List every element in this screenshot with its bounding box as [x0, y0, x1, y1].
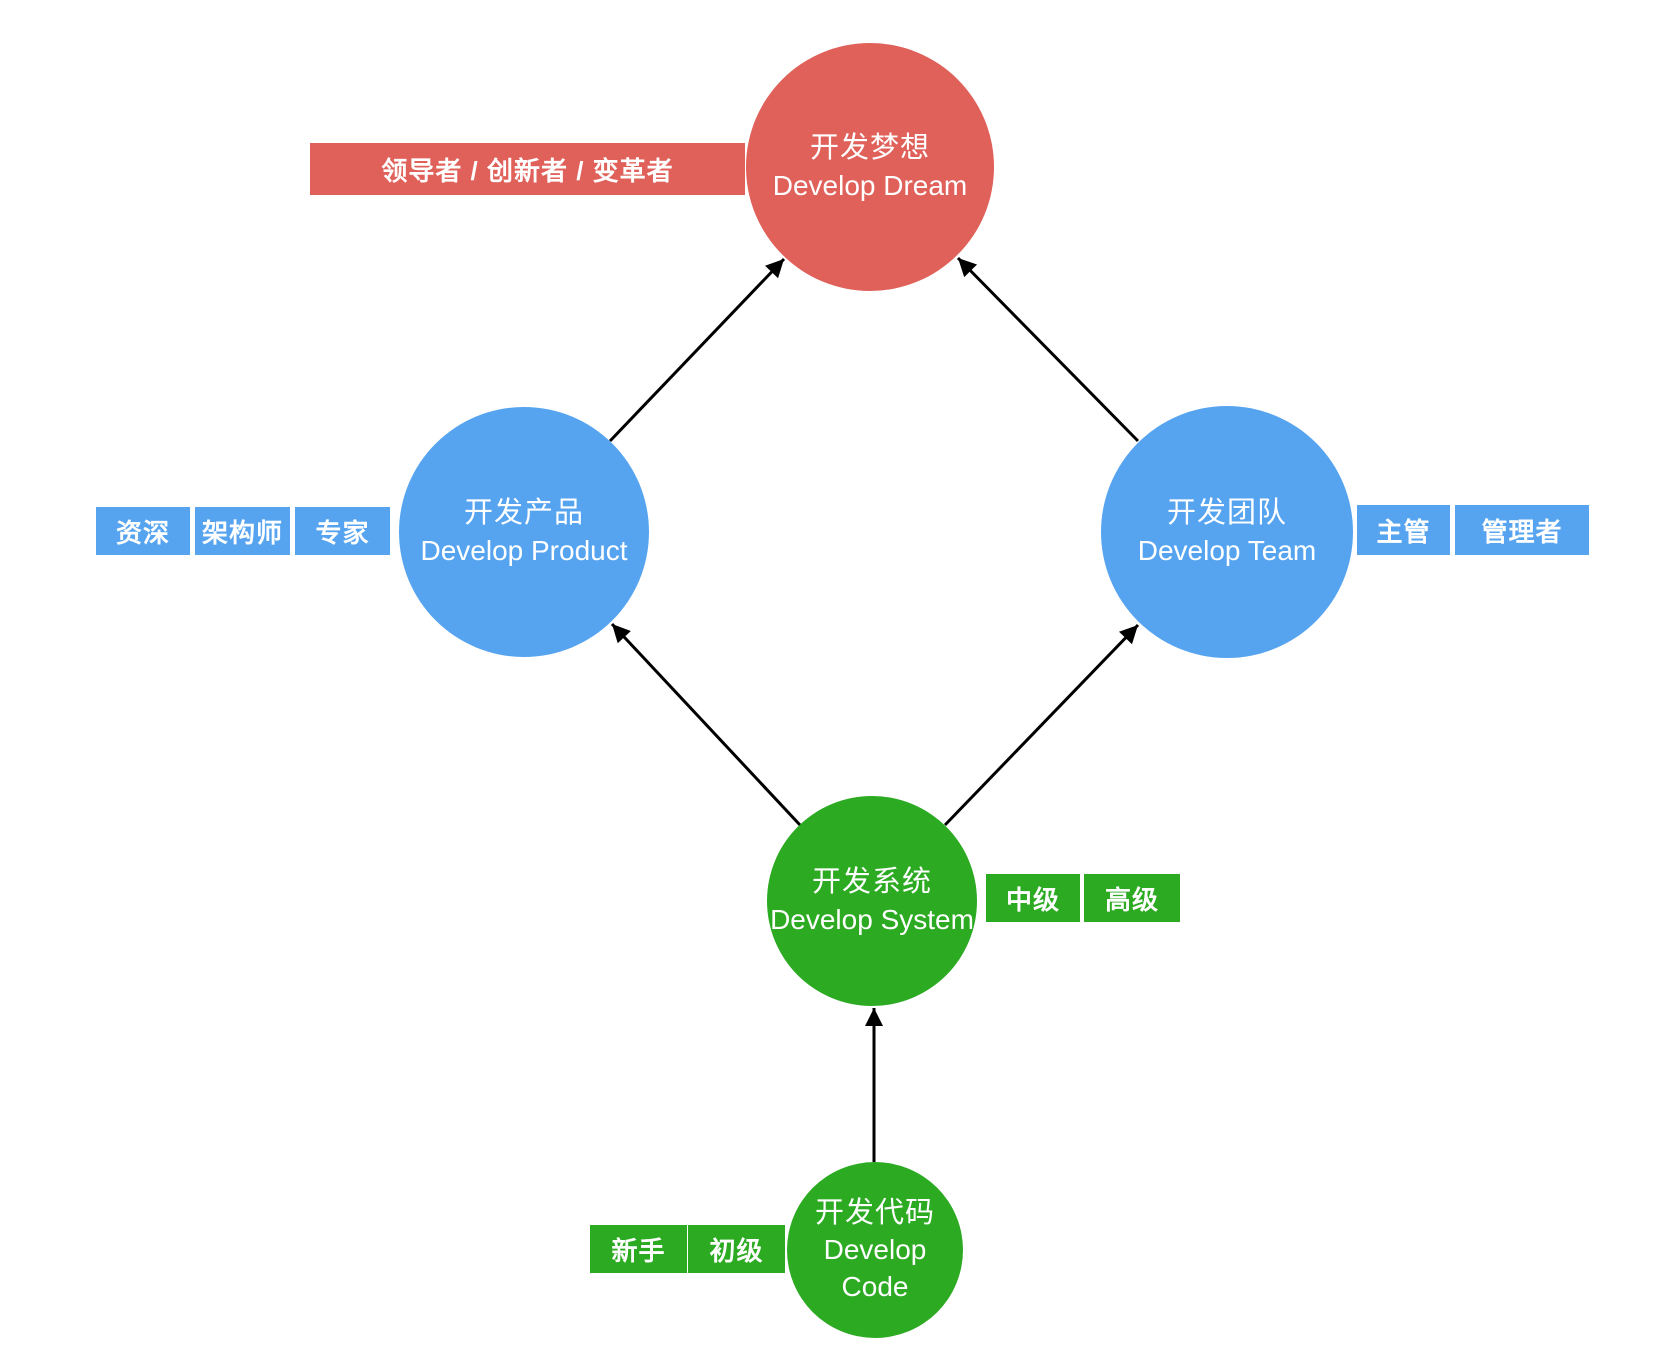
- edge-system-to-product: [610, 622, 802, 827]
- edge-product-to-dream: [608, 257, 786, 443]
- edge-team-to-dream: [956, 256, 1140, 443]
- node-develop-dream-label-en: Develop Dream: [772, 169, 968, 201]
- tag-lead: 主管: [1357, 505, 1450, 555]
- node-develop-system-label-zh: 开发系统: [811, 865, 932, 898]
- node-develop-code-label-en: Develop Code: [823, 1234, 927, 1302]
- node-develop-team: 开发团队 Develop Team: [1101, 406, 1353, 658]
- tag-senior: 资深: [96, 507, 190, 555]
- tag-advanced: 高级: [1084, 874, 1180, 922]
- node-develop-code-label-zh: 开发代码: [814, 1196, 935, 1229]
- node-develop-product-label-en: Develop Product: [420, 534, 628, 566]
- node-develop-team-label-en: Develop Team: [1137, 534, 1317, 566]
- node-develop-dream: 开发梦想 Develop Dream: [746, 43, 994, 291]
- node-develop-team-label-zh: 开发团队: [1166, 496, 1287, 529]
- tag-expert: 专家: [295, 507, 390, 555]
- edge-system-to-team: [943, 623, 1140, 827]
- tag-intermediate: 中级: [986, 874, 1080, 922]
- node-develop-dream-label-zh: 开发梦想: [809, 131, 930, 164]
- node-develop-code: 开发代码 Develop Code: [787, 1162, 963, 1338]
- tag-architect: 架构师: [195, 507, 290, 555]
- tag-junior: 初级: [688, 1225, 785, 1273]
- node-develop-product-label-zh: 开发产品: [463, 496, 584, 529]
- node-develop-system: 开发系统 Develop System: [767, 796, 977, 1006]
- node-develop-system-label-en: Develop System: [770, 903, 974, 935]
- tag-leader-innovator-transformer: 领导者 / 创新者 / 变革者: [310, 143, 745, 195]
- tag-novice: 新手: [590, 1225, 687, 1273]
- node-develop-product: 开发产品 Develop Product: [399, 407, 649, 657]
- tag-manager: 管理者: [1455, 505, 1589, 555]
